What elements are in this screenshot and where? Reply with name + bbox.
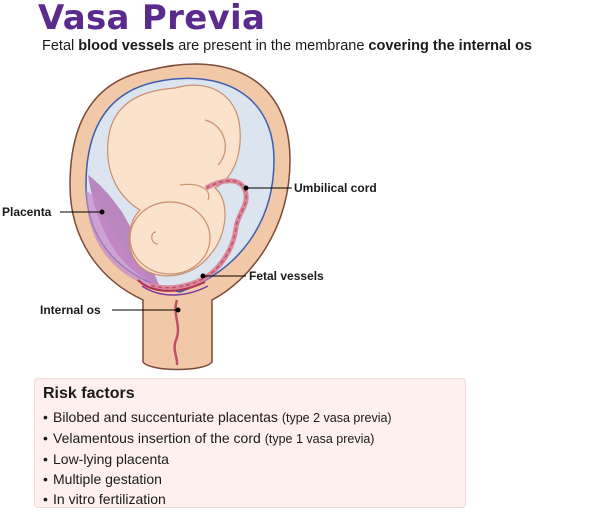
list-item: •Multiple gestation xyxy=(43,471,162,487)
dot-internal-os xyxy=(175,307,181,313)
subtitle-bold-2: covering the internal os xyxy=(368,38,532,54)
fetal-vessels-2 xyxy=(141,285,209,296)
placenta-lower xyxy=(86,190,160,288)
label-internal-os: Internal os xyxy=(40,303,101,317)
risk-factors-box: Risk factors •Bilobed and succenturiate … xyxy=(34,378,466,508)
list-item: •Velamentous insertion of the cord (type… xyxy=(43,430,375,446)
label-placenta: Placenta xyxy=(2,205,52,219)
risk-factors-list: •Bilobed and succenturiate placentas (ty… xyxy=(43,407,392,509)
fetus-leg xyxy=(179,183,210,201)
list-item: •Low-lying placenta xyxy=(43,451,169,467)
fetus-head xyxy=(129,201,211,275)
subtitle-text-2: are present in the membrane xyxy=(174,38,369,54)
label-fetal-vessels: Fetal vessels xyxy=(249,269,324,283)
subtitle-bold-1: blood vessels xyxy=(78,38,175,54)
risk-factors-heading: Risk factors xyxy=(43,385,135,402)
dot-umbilical-cord xyxy=(243,185,249,191)
fetus-ear xyxy=(151,231,159,245)
cord-vessel xyxy=(149,180,247,289)
fetus-limb xyxy=(204,119,226,166)
dot-placenta xyxy=(99,209,105,215)
fetal-vessels xyxy=(137,279,206,292)
vasa-previa-illustration xyxy=(60,63,292,371)
subtitle: Fetal blood vessels are present in the m… xyxy=(42,38,532,54)
dot-fetal-vessels xyxy=(200,273,206,279)
cervical-canal xyxy=(173,299,180,366)
subtitle-text-1: Fetal xyxy=(42,38,79,54)
list-item: •In vitro fertilization xyxy=(43,491,166,507)
page-title: Vasa Previa xyxy=(38,0,266,38)
list-item: •Bilobed and succenturiate placentas (ty… xyxy=(43,409,392,425)
label-umbilical-cord: Umbilical cord xyxy=(294,181,377,195)
